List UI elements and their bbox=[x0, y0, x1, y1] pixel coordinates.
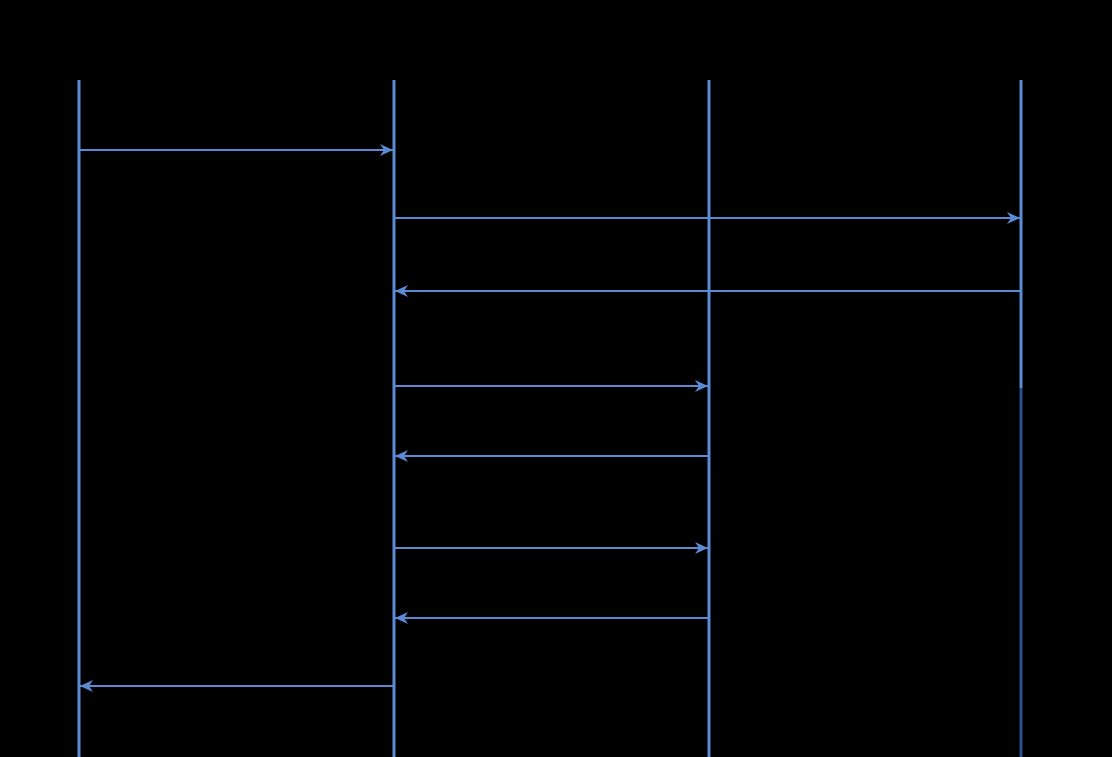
messages-layer bbox=[79, 144, 1021, 692]
lifelines-layer bbox=[77, 80, 1023, 757]
